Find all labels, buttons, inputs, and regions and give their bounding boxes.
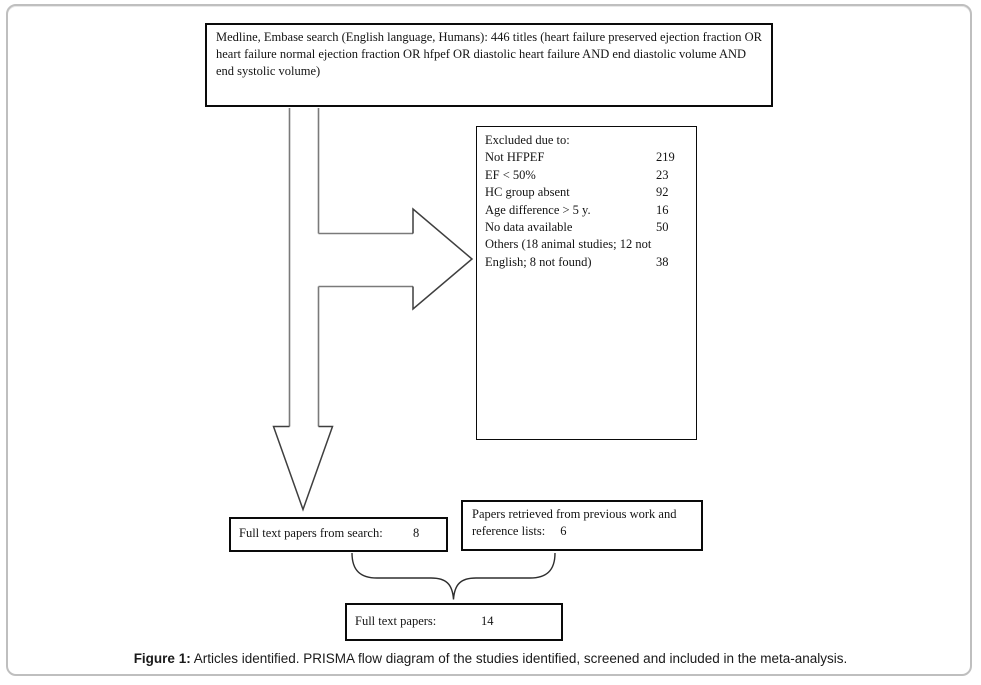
excluded-row-label: English; 8 not found) xyxy=(485,254,592,269)
figure-caption: Figure 1: Articles identified. PRISMA fl… xyxy=(0,651,981,666)
excluded-row-value: 92 xyxy=(656,185,669,200)
excluded-row-label: Not HFPEF xyxy=(485,150,545,165)
excluded-box: Excluded due to: Not HFPEF 219 EF < 50% … xyxy=(476,126,697,440)
excluded-row: English; 8 not found) 38 xyxy=(485,254,688,271)
excluded-row-label: Age difference > 5 y. xyxy=(485,202,591,217)
fulltext-from-search-box: Full text papers from search: 8 xyxy=(229,517,448,552)
fulltext-total-label: Full text papers: xyxy=(355,614,437,628)
excluded-row-value: 219 xyxy=(656,150,675,165)
search-strategy-box: Medline, Embase search (English language… xyxy=(205,23,773,107)
previous-work-value: 6 xyxy=(560,523,567,538)
excluded-row-label: No data available xyxy=(485,219,573,234)
figure-caption-text: Articles identified. PRISMA flow diagram… xyxy=(190,651,848,666)
excluded-row: Age difference > 5 y. 16 xyxy=(485,202,688,219)
excluded-row: EF < 50% 23 xyxy=(485,167,688,184)
excluded-row-label: EF < 50% xyxy=(485,167,536,182)
fulltext-from-search-label: Full text papers from search: xyxy=(239,526,383,540)
fulltext-total-value: 14 xyxy=(481,614,494,628)
excluded-row-label: HC group absent xyxy=(485,185,570,200)
excluded-row-value: 16 xyxy=(656,202,669,217)
excluded-row: Others (18 animal studies; 12 not xyxy=(485,236,688,253)
fulltext-total-box: Full text papers: 14 xyxy=(345,603,563,641)
excluded-row: No data available 50 xyxy=(485,219,688,236)
fulltext-from-search-value: 8 xyxy=(413,526,420,540)
excluded-row-value: 23 xyxy=(656,167,669,182)
excluded-row: HC group absent 92 xyxy=(485,184,688,201)
figure-caption-label: Figure 1: xyxy=(133,651,191,666)
previous-work-label: Papers retrieved from previous work and … xyxy=(472,507,677,538)
excluded-row: Not HFPEF 219 xyxy=(485,149,688,166)
search-strategy-text: Medline, Embase search (English language… xyxy=(216,30,762,78)
excluded-title: Excluded due to: xyxy=(485,133,570,147)
excluded-row-value: 50 xyxy=(656,219,669,234)
previous-work-box: Papers retrieved from previous work and … xyxy=(461,500,703,551)
figure-frame xyxy=(6,4,972,676)
excluded-row-value: 38 xyxy=(656,254,669,269)
excluded-row-label: Others (18 animal studies; 12 not xyxy=(485,237,652,252)
